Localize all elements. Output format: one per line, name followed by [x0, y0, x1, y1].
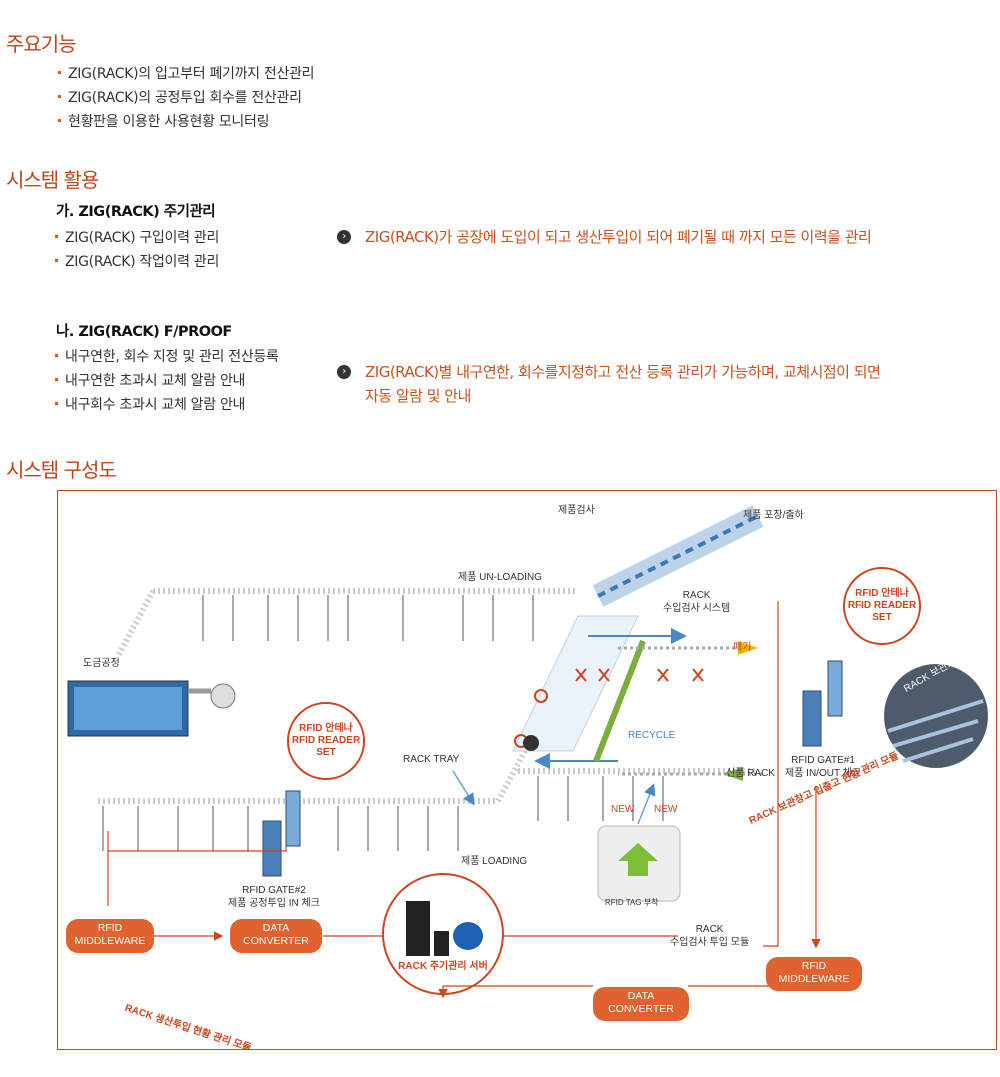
rfid-gate-1	[802, 690, 822, 747]
list-item: 내구연한 초과시 교체 알람 안내	[55, 371, 279, 395]
label-line: 수입검사 시스템	[663, 603, 731, 614]
flow-lines	[107, 601, 821, 999]
label-new-2: NEW	[654, 804, 678, 815]
list-item: ZIG(RACK)의 공정투입 회수를 전산관리	[58, 88, 314, 112]
section-title-main-features: 주요기능	[6, 32, 77, 56]
label-line: RACK	[682, 590, 711, 601]
label-new-1: NEW	[611, 804, 635, 815]
label-line: RFID GATE#2	[242, 885, 306, 896]
list-item: 내구회수 초과시 교체 알람 안내	[55, 395, 279, 419]
cycle-description-text: ZIG(RACK)가 공장에 도입이 되고 생산투입이 되어 폐기될 때 까지 …	[365, 228, 872, 246]
recycle-ramp	[512, 615, 687, 769]
section-title-system-diagram: 시스템 구성도	[6, 458, 117, 482]
chevron-right-icon: ›	[337, 365, 351, 379]
packing-conveyor	[592, 505, 764, 607]
label-line: 수입검사 투입 모듈	[670, 937, 750, 948]
label-server: RACK 주기관리 서버	[398, 961, 488, 972]
chevron-right-icon: ›	[337, 230, 351, 244]
main-features-list: ZIG(RACK)의 입고부터 폐기까지 전산관리 ZIG(RACK)의 공정투…	[58, 64, 315, 136]
label-line: RFID	[801, 960, 827, 972]
label-scrap: 폐기	[733, 642, 752, 653]
label-recycle: RECYCLE	[628, 730, 676, 741]
list-item: ZIG(RACK) 작업이력 관리	[55, 252, 219, 276]
rfid-set-right-circle	[843, 567, 921, 645]
label-rfid-set-right: RFID 안테나 RFID READER SET	[844, 588, 920, 624]
cycle-description: › ZIG(RACK)가 공장에 도입이 되고 생산투입이 되어 폐기될 때 까…	[337, 225, 977, 249]
label-loading: 제품 LOADING	[461, 856, 528, 867]
label-unloading: 제품 UN-LOADING	[458, 572, 542, 583]
label-gate-1: RFID GATE#1 제품 IN/OUT 체크	[785, 754, 861, 780]
label-packing: 제품 포장/출하	[743, 510, 804, 521]
fproof-description-line2: 자동 알람 및 안내	[365, 387, 471, 405]
rfid-gate-2	[262, 820, 282, 877]
label-line: SET	[316, 747, 336, 758]
label-line: SET	[872, 612, 892, 623]
data-converter-bottom: DATA CONVERTER	[593, 987, 689, 1021]
label-inspection: 제품검사	[558, 505, 595, 516]
cycle-list: ZIG(RACK) 구입이력 관리 ZIG(RACK) 작업이력 관리	[55, 228, 219, 276]
rfid-set-left-circle	[287, 702, 365, 780]
label-line: MIDDLEWARE	[74, 935, 146, 947]
list-item: ZIG(RACK)의 입고부터 폐기까지 전산관리	[58, 64, 315, 88]
fproof-list: 내구연한, 회수 지정 및 관리 전산등록 내구연한 초과시 교체 알람 안내 …	[55, 347, 279, 419]
label-rack-in-module: RACK 수입검사 투입 모듈	[670, 923, 749, 949]
rack-hangers-top	[202, 595, 534, 641]
conveyor-rails	[98, 588, 758, 804]
label-line: CONVERTER	[608, 1003, 674, 1015]
label-rack-tray: RACK TRAY	[403, 754, 460, 765]
label-line: RFID 안테나	[299, 723, 353, 734]
list-item: ZIG(RACK) 구입이력 관리	[55, 228, 219, 252]
label-line: RFID READER	[291, 735, 361, 746]
list-item: 내구연한, 회수 지정 및 관리 전산등록	[55, 347, 279, 371]
label-line: RFID	[97, 922, 123, 934]
label-line: 제품 공정투입 IN 체크	[228, 898, 320, 909]
fproof-description-line1: ZIG(RACK)별 내구연한, 회수를지정하고 전산 등록 관리가 가능하며,…	[365, 363, 881, 381]
label-line: DATA	[262, 922, 290, 934]
label-line: RFID READER	[847, 600, 917, 611]
subsection-title-cycle: 가. ZIG(RACK) 주기관리	[56, 204, 216, 220]
list-item: 현황판을 이용한 사용현황 모니터링	[58, 112, 314, 136]
data-converter-left: DATA CONVERTER	[230, 919, 322, 953]
scrap-marks	[575, 668, 704, 682]
diagram-graphics	[67, 505, 988, 999]
fproof-description: › ZIG(RACK)별 내구연한, 회수를지정하고 전산 등록 관리가 가능하…	[337, 360, 977, 408]
label-line: CONVERTER	[243, 935, 309, 947]
label-rfid-set-left: RFID 안테나 RFID READER SET	[288, 723, 364, 759]
label-line: DATA	[627, 990, 655, 1002]
label-line: RFID 안테나	[855, 588, 909, 599]
rfid-middleware-left: RFID MIDDLEWARE	[66, 919, 154, 953]
subsection-title-fproof: 나. ZIG(RACK) F/PROOF	[56, 324, 232, 340]
system-diagram: 제품검사 제품 포장/출하 제품 UN-LOADING RACK 수입검사 시스…	[57, 490, 997, 1050]
section-title-system-usage: 시스템 활용	[6, 168, 99, 192]
label-new-rack: 신품 RACK	[726, 768, 775, 779]
label-line: MIDDLEWARE	[778, 973, 850, 985]
label-line: 제품 IN/OUT 체크	[785, 768, 862, 779]
label-line: RACK	[695, 924, 724, 935]
label-rack-inspect-sys: RACK 수입검사 시스템	[663, 589, 730, 615]
label-plating: 도금공정	[83, 658, 120, 669]
rfid-middleware-right: RFID MIDDLEWARE	[766, 957, 862, 991]
label-gate-2: RFID GATE#2 제품 공정투입 IN 체크	[228, 884, 320, 910]
label-rfid-tag: RFID TAG 부착	[605, 898, 659, 907]
label-line: RFID GATE#1	[791, 755, 855, 766]
rack-hangers-bottom	[102, 776, 664, 851]
